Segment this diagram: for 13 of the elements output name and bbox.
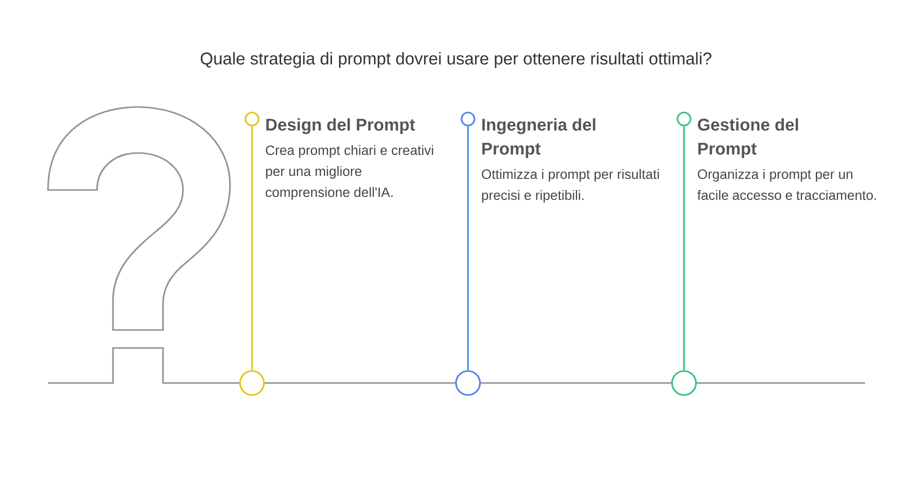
step-text: Ingegneria del Prompt Ottimizza i prompt per risultati precisi e ripetibili.: [482, 118, 659, 203]
timeline-marker: [676, 112, 692, 126]
title: Quale strategia di prompt dovrei usare per ottenere risultati ottimali?: [200, 52, 712, 68]
timeline-marker: [671, 370, 697, 396]
connector-line: [251, 126, 253, 370]
step-text: Design del Prompt Crea prompt chiari e creativi per una migliore comprensione dell'IA.: [266, 118, 434, 200]
timeline-marker: [460, 112, 476, 126]
timeline-marker: [244, 112, 260, 126]
timeline-marker: [239, 370, 265, 396]
step-text: Gestione del Prompt Organizza i prompt per un facile accesso e tracciamento.: [697, 118, 876, 200]
connector-line: [467, 126, 469, 370]
connector-line: [683, 126, 685, 370]
timeline-marker: [455, 370, 481, 396]
